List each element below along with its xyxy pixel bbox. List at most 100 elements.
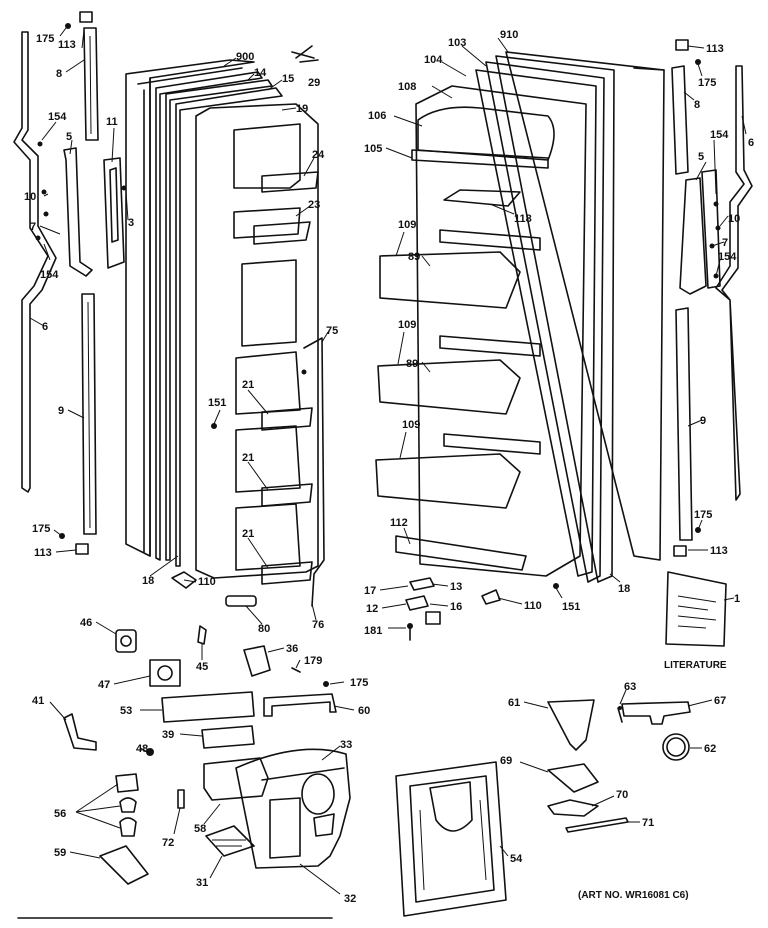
freezer-door-outer-panel: [125, 59, 283, 567]
callout-29: 29: [308, 77, 320, 89]
callout-13: 13: [450, 581, 462, 593]
callout-113-top-right: 113: [706, 43, 724, 55]
callout-36: 36: [286, 643, 298, 655]
callout-17: 17: [364, 585, 376, 597]
callout-109-lower: 109: [402, 419, 420, 431]
callout-76: 76: [312, 619, 324, 631]
callout-48: 48: [136, 743, 148, 755]
right-trim-bar-9: [675, 307, 693, 541]
callout-21-lower: 21: [242, 528, 254, 540]
callout-56: 56: [54, 808, 66, 820]
callout-45: 45: [196, 661, 208, 673]
callout-31: 31: [196, 877, 208, 889]
callout-59: 59: [54, 847, 66, 859]
callout-151-right: 151: [562, 601, 580, 613]
callout-18-left: 18: [142, 575, 154, 587]
callout-21-middle: 21: [242, 452, 254, 464]
callout-6-right: 6: [748, 137, 754, 149]
right-screws: [673, 39, 721, 557]
callout-46: 46: [80, 617, 92, 629]
callout-10-right: 10: [728, 213, 740, 225]
callout-108: 108: [398, 81, 416, 93]
callout-175-bottom-left: 175: [32, 523, 50, 535]
callout-154-right-lower: 154: [718, 251, 737, 263]
callout-67: 67: [714, 695, 726, 707]
callout-175-dispenser: 175: [350, 677, 368, 689]
callout-21-upper: 21: [242, 379, 254, 391]
callout-61: 61: [508, 697, 520, 709]
freezer-door-liner: [195, 103, 319, 585]
callout-18-right: 18: [618, 583, 630, 595]
callout-113-bottom-right: 113: [710, 545, 728, 557]
left-handle-assembly: [63, 147, 125, 277]
callout-910: 910: [500, 29, 518, 41]
dispenser-small-parts: [63, 625, 337, 885]
right-door-gasket: [715, 65, 753, 501]
clip-29: [291, 45, 319, 63]
right-hinge-bar-8: [671, 65, 689, 175]
callout-62: 62: [704, 743, 716, 755]
callout-19: 19: [296, 103, 308, 115]
callout-53: 53: [120, 705, 132, 717]
callout-7-right: 7: [722, 237, 728, 249]
callout-72: 72: [162, 837, 174, 849]
callout-70: 70: [616, 789, 628, 801]
door-heater-wire: [301, 337, 325, 607]
callout-109-upper: 109: [398, 219, 416, 231]
callout-900: 900: [236, 51, 254, 63]
callout-60: 60: [358, 705, 370, 717]
callout-175-bottom-right: 175: [694, 509, 712, 521]
fresh-food-door-outer: [475, 51, 665, 583]
callout-24: 24: [312, 149, 325, 161]
callout-69: 69: [500, 755, 512, 767]
callout-6-left: 6: [42, 321, 48, 333]
callout-5-left: 5: [66, 131, 72, 143]
callout-1: 1: [734, 593, 740, 605]
callout-5-right: 5: [698, 151, 704, 163]
callout-8-right: 8: [694, 99, 700, 111]
callout-32: 32: [344, 893, 356, 905]
callout-8-left: 8: [56, 68, 62, 80]
callout-9-left: 9: [58, 405, 64, 417]
callout-47: 47: [98, 679, 110, 691]
callout-9-right: 9: [700, 415, 706, 427]
callout-58: 58: [194, 823, 206, 835]
callout-80: 80: [258, 623, 270, 635]
fresh-food-door-liner: [375, 85, 587, 577]
callout-154-right-upper: 154: [710, 129, 729, 141]
callout-75: 75: [326, 325, 338, 337]
callout-39: 39: [162, 729, 174, 741]
callout-113-top-left: 113: [58, 39, 76, 51]
callout-23: 23: [308, 199, 320, 211]
callout-41: 41: [32, 695, 44, 707]
callout-175-top-left: 175: [36, 33, 54, 45]
callout-104: 104: [424, 54, 443, 66]
leader-lines: [29, 27, 747, 895]
callout-89-middle: 89: [406, 358, 418, 370]
callout-16: 16: [450, 601, 462, 613]
callout-118: 118: [514, 213, 532, 225]
callout-106: 106: [368, 110, 386, 122]
callout-105: 105: [364, 143, 382, 155]
callout-63: 63: [624, 681, 636, 693]
callout-14: 14: [254, 67, 267, 79]
callout-11: 11: [106, 116, 118, 128]
left-trim-bar-9: [81, 293, 97, 535]
callout-12: 12: [366, 603, 378, 615]
callout-89-upper: 89: [408, 251, 420, 263]
callout-154-left-lower: 154: [40, 269, 59, 281]
art-number: (ART NO. WR16081 C6): [578, 890, 689, 901]
callout-151-left: 151: [208, 397, 226, 409]
right-handle-assembly: [679, 169, 721, 295]
callout-71: 71: [642, 817, 654, 829]
callout-154-left-upper: 154: [48, 111, 67, 123]
callout-109-middle: 109: [398, 319, 416, 331]
callout-10-left: 10: [24, 191, 36, 203]
literature-label: LITERATURE: [664, 660, 727, 671]
callout-54: 54: [510, 853, 523, 865]
callout-113-bottom-left: 113: [34, 547, 52, 559]
dispenser-right-parts: [547, 699, 691, 833]
callout-179: 179: [304, 655, 322, 667]
left-screws: [35, 11, 127, 555]
